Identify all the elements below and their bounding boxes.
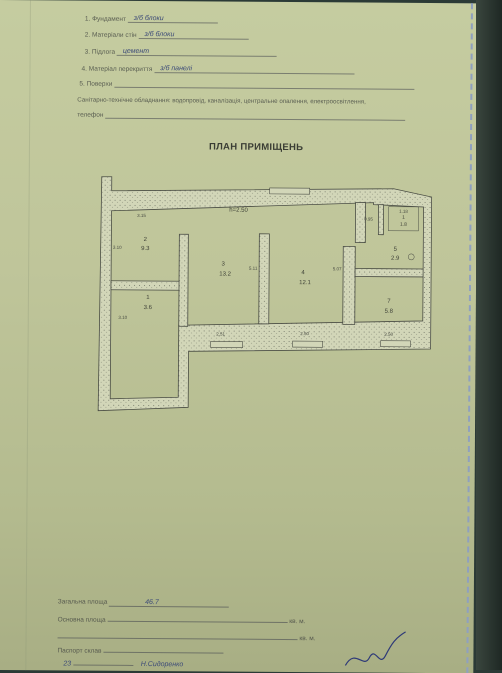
dim-room-1: 3.10 <box>118 315 127 320</box>
room-3-area: 13.2 <box>219 272 231 278</box>
book-edge <box>476 0 502 670</box>
walls-line: 2. Матеріали стін з/б блоки <box>85 30 249 40</box>
foundation-line: 1. Фундамент з/б блоки <box>85 14 218 24</box>
wall-4-7 <box>342 245 356 325</box>
room-bath-num: 1 <box>402 215 405 221</box>
wall-2-1 <box>110 280 184 291</box>
window-7 <box>380 340 411 348</box>
dim-bottom-4: 2.50 <box>300 331 309 336</box>
floor-plan: 2 9.3 1 3.6 3 13.2 4 12.1 5 2.9 7 5.8 1 … <box>97 176 433 412</box>
room-4-area: 12.1 <box>299 280 311 286</box>
document-page: 1. Фундамент з/б блоки 2. Матеріали стін… <box>0 0 478 673</box>
room-7-area: 5.8 <box>385 309 394 315</box>
height-label: h=2.50 <box>229 208 248 214</box>
dim-bottom-3: 2.51 <box>216 332 225 337</box>
room-5-area: 2.9 <box>391 256 400 262</box>
wall-5-7 <box>354 268 424 278</box>
window-4 <box>292 340 323 348</box>
floor-line: 3. Підлога цемент <box>85 47 277 57</box>
room-2-area: 9.3 <box>141 246 150 252</box>
dim-bottom-7: 2.50 <box>384 332 393 337</box>
passport-line: Паспорт склав <box>57 647 224 655</box>
dim-corridor: 0.95 <box>364 217 373 222</box>
dim-top-2: 3.15 <box>137 213 146 218</box>
outer-wall <box>97 176 433 412</box>
room-bath-area: 1.8 <box>400 222 407 228</box>
sink <box>407 253 415 261</box>
passport-sign-line: 23 Н.Сидоренко <box>57 660 183 668</box>
bathtub <box>388 206 419 232</box>
passport-number: 23 <box>63 660 72 668</box>
room-1-area: 3.6 <box>144 305 153 311</box>
room-3-num: 3 <box>221 262 225 268</box>
passport-name: Н.Сидоренко <box>140 660 184 669</box>
window-3 <box>210 341 243 349</box>
wall-3-4 <box>258 233 270 325</box>
total-area-value: 46.7 <box>145 599 159 607</box>
dim-bath: 1.18 <box>399 209 408 214</box>
wall-bath <box>377 204 384 236</box>
room-1-num: 1 <box>146 295 150 301</box>
ceiling-value: з/б панелі <box>160 65 193 73</box>
wall-5-top <box>354 202 366 243</box>
total-area-line: Загальна площа 46.7 <box>58 598 230 608</box>
room-7-num: 7 <box>387 299 391 305</box>
dim-side-4: 5.07 <box>333 266 342 271</box>
room-5-num: 5 <box>394 247 398 253</box>
wall-2-3 <box>178 233 189 327</box>
foundation-value: з/б блоки <box>133 14 164 23</box>
room-2-num: 2 <box>144 237 148 243</box>
walls-value: з/б блоки <box>144 31 175 39</box>
floor-value: цемент <box>122 47 150 56</box>
window-top <box>269 187 310 195</box>
signature <box>344 631 406 666</box>
dim-side-3: 5.11 <box>249 266 258 271</box>
dim-left: 3.10 <box>113 245 122 250</box>
plan-title: ПЛАН ПРИМІЩЕНЬ <box>208 141 304 154</box>
room-4-num: 4 <box>301 270 305 276</box>
